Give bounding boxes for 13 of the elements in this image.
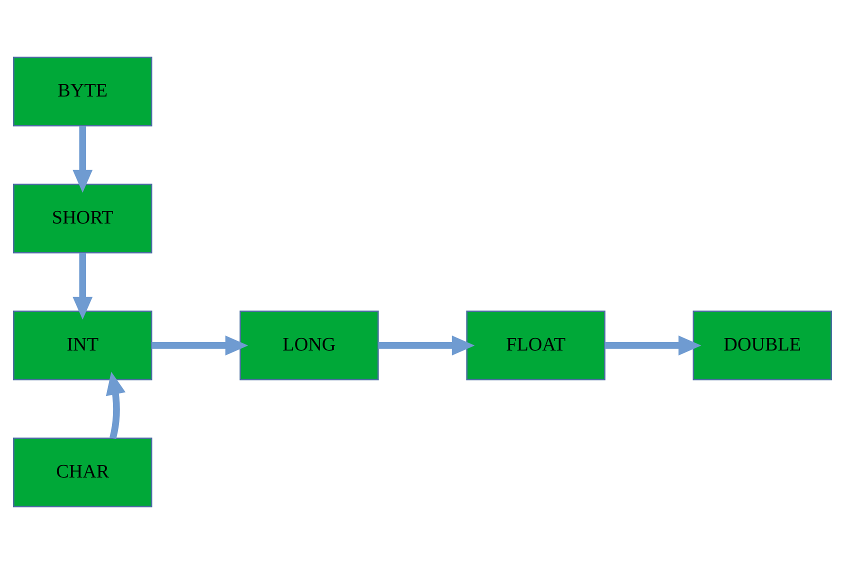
arrow <box>604 334 702 355</box>
arrow <box>378 334 475 355</box>
node-box: LONG <box>240 310 379 380</box>
node-box: CHAR <box>13 437 152 507</box>
node-box: DOUBLE <box>692 310 832 380</box>
node-box: INT <box>13 310 152 380</box>
node-box: SHORT <box>13 183 152 253</box>
arrow <box>152 334 248 355</box>
arrow <box>106 371 126 438</box>
arrow <box>72 252 93 320</box>
arrow <box>72 126 93 192</box>
node-box: BYTE <box>13 56 152 126</box>
node-box: FLOAT <box>466 310 606 380</box>
